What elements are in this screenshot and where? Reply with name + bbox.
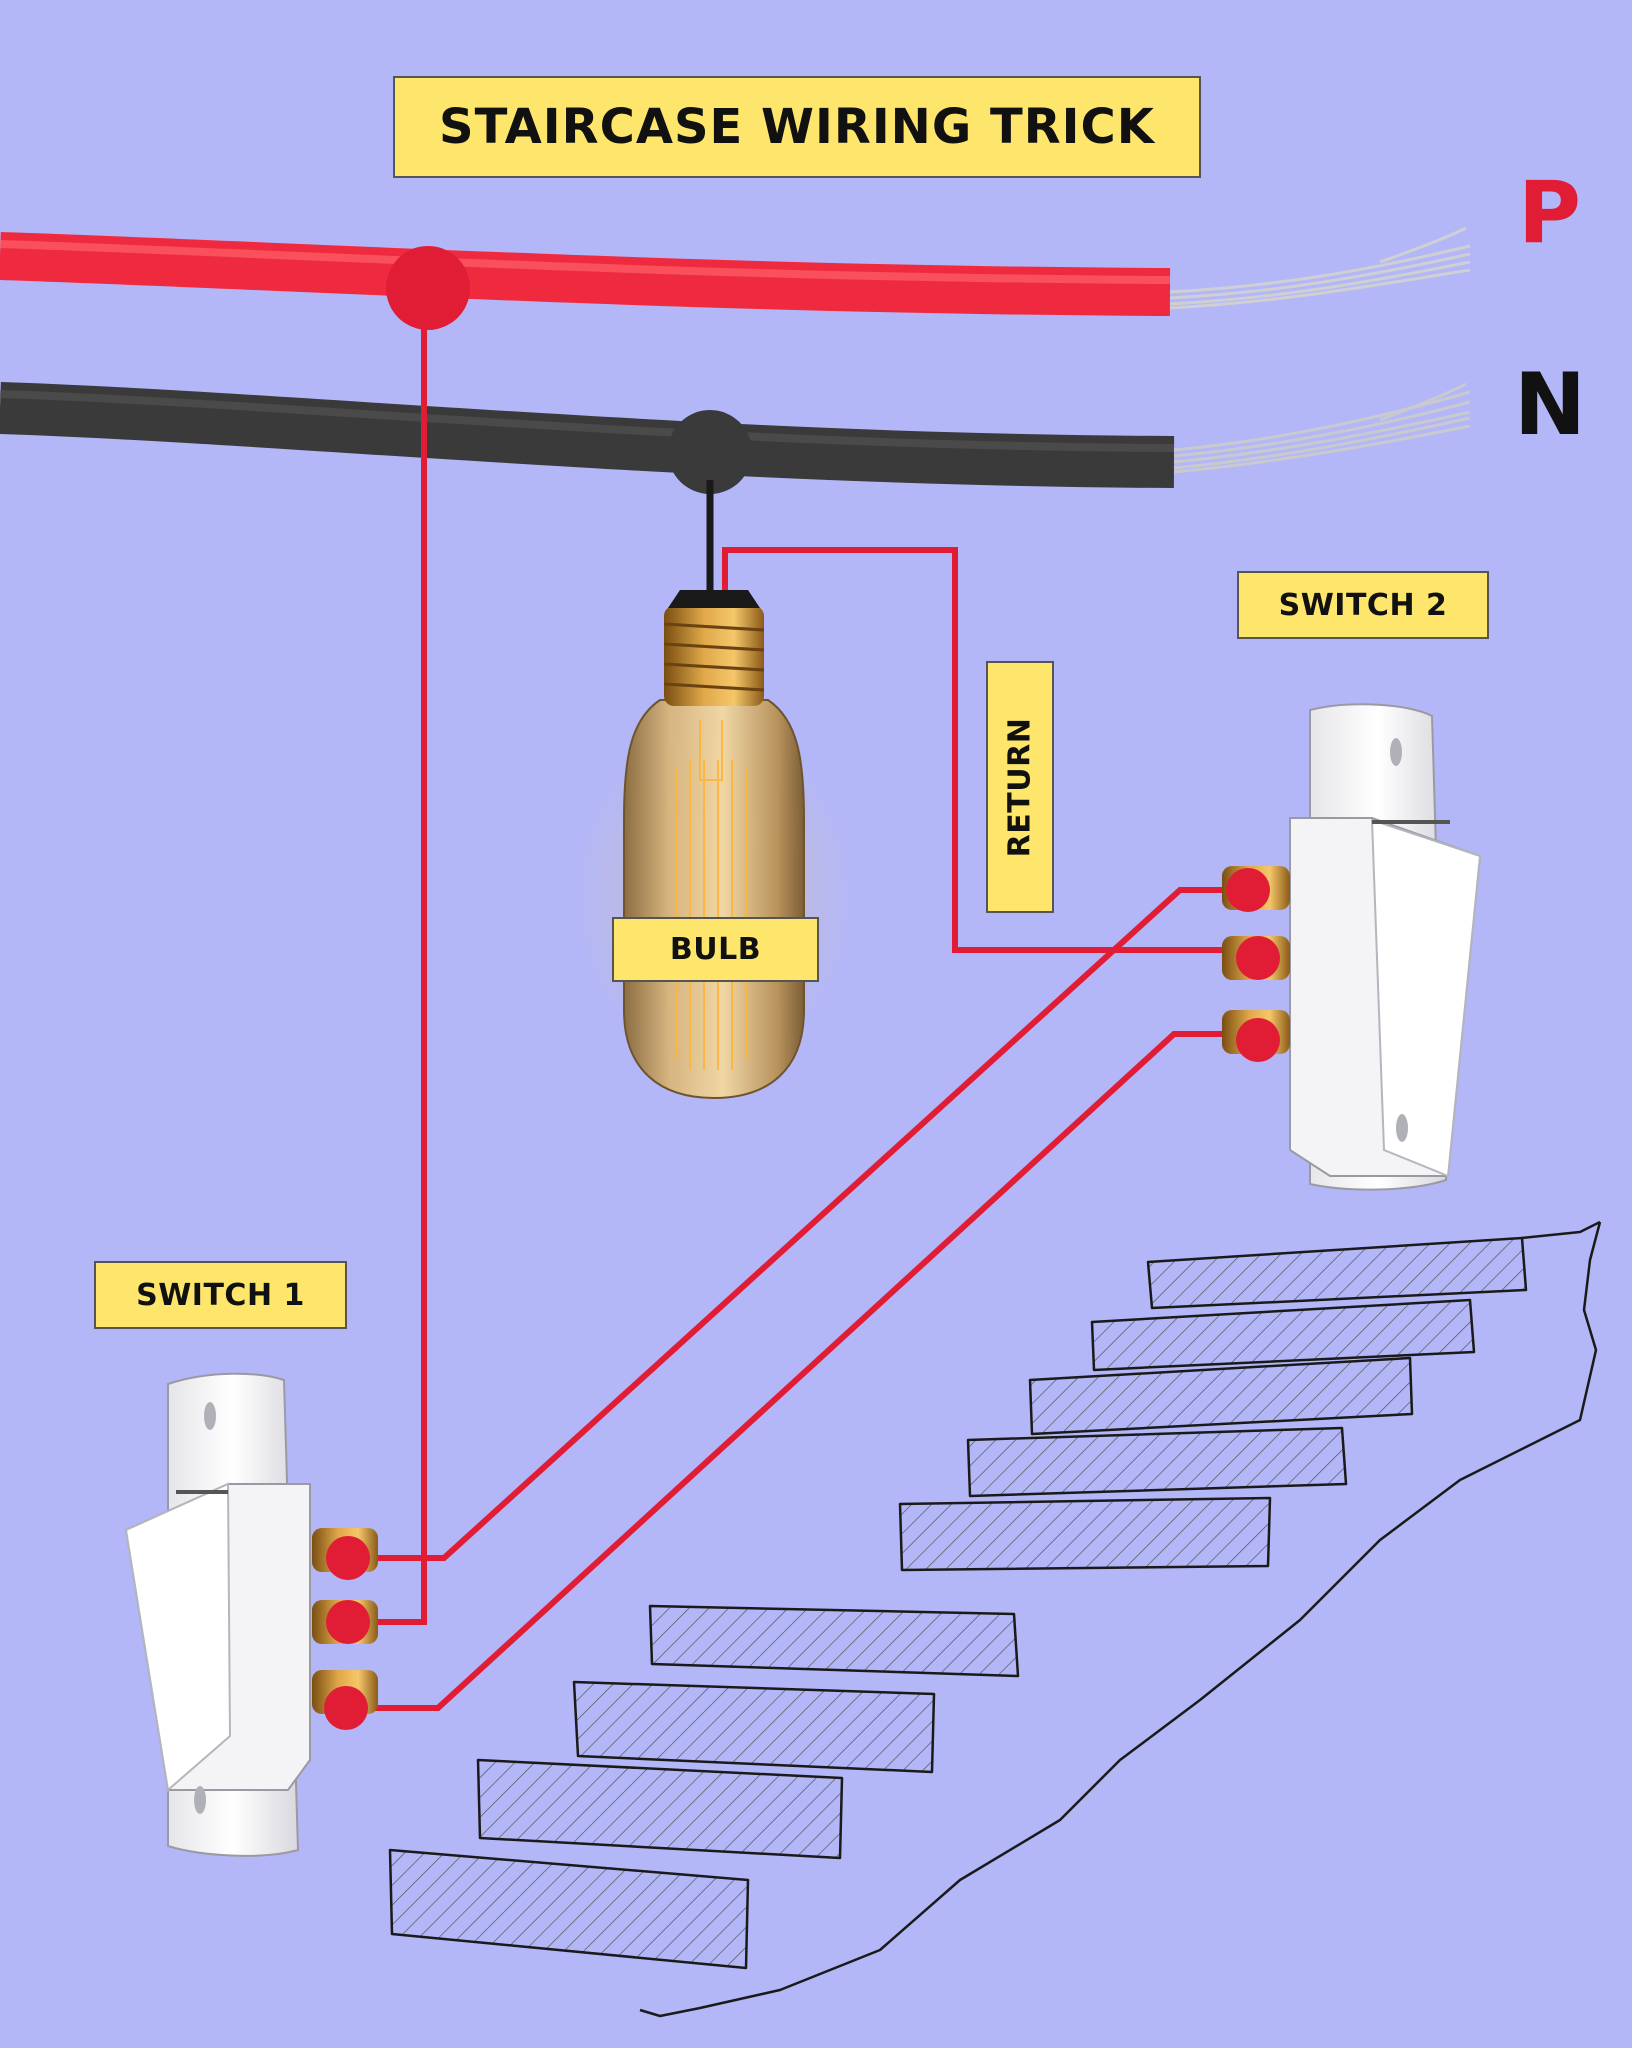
bulb-label: BULB bbox=[669, 932, 762, 967]
switch-2-label: SWITCH 2 bbox=[1278, 587, 1448, 623]
switch-1-label-box: SWITCH 1 bbox=[94, 1261, 347, 1329]
neutral-terminal-label: N bbox=[1514, 355, 1586, 455]
phase-drop-wire bbox=[348, 285, 427, 1625]
staircase-lower-steps bbox=[388, 1604, 1020, 1970]
return-label-box: RETURN bbox=[986, 661, 1054, 913]
bulb-label-box: BULB bbox=[612, 917, 819, 982]
return-wire bbox=[722, 547, 1254, 953]
phase-terminal-label: P bbox=[1518, 163, 1582, 263]
wall-switch-icon bbox=[1222, 703, 1482, 1191]
switch-1-label: SWITCH 1 bbox=[136, 1277, 305, 1313]
return-label: RETURN bbox=[1002, 717, 1038, 857]
staircase-stringer bbox=[699, 1438, 1541, 2010]
traveler-wire-1 bbox=[348, 887, 1246, 1561]
switch-2-terminals bbox=[1222, 866, 1290, 1062]
switch-2-label-box: SWITCH 2 bbox=[1237, 571, 1489, 639]
neutral-junction-dot bbox=[668, 410, 752, 494]
title-banner: STAIRCASE WIRING TRICK bbox=[393, 76, 1201, 178]
switch-1-terminals bbox=[312, 1528, 378, 1730]
traveler-wire-2 bbox=[348, 1031, 1254, 1711]
staircase-upper-steps bbox=[898, 1220, 1602, 1572]
phase-wire bbox=[0, 226, 1471, 316]
page-title: STAIRCASE WIRING TRICK bbox=[439, 99, 1155, 155]
neutral-wire bbox=[0, 382, 1471, 488]
wall-switch-icon bbox=[124, 1372, 378, 1857]
staircase-sketch bbox=[388, 1220, 1602, 2018]
light-bulb-icon bbox=[574, 480, 854, 1100]
phase-junction-dot bbox=[386, 246, 470, 330]
